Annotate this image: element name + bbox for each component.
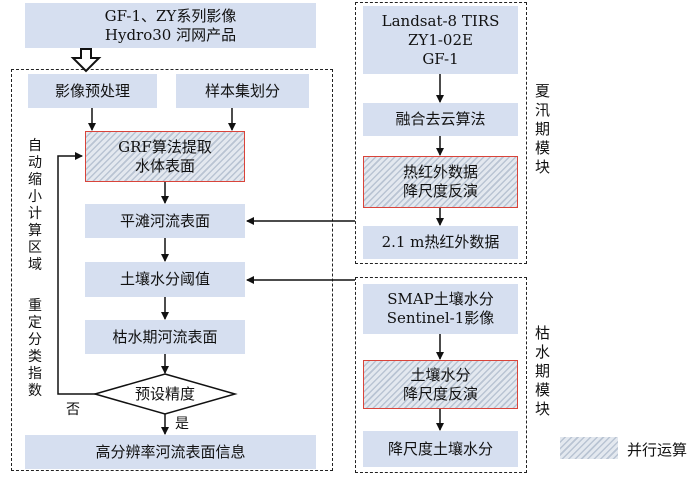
dry-input-line-1: SMAP土壤水分 (387, 290, 494, 308)
floodplain-label: 平滩河流表面 (119, 211, 210, 230)
preprocess-label: 影像预处理 (54, 81, 130, 100)
dry-module-label: 枯水期模块 (534, 324, 550, 418)
thermal-downscale-box: 热红外数据 降尺度反演 (363, 156, 518, 208)
soil-output-label: 降尺度土壤水分 (387, 439, 493, 458)
hollow-down-arrow (70, 48, 102, 73)
summer-module-frame (355, 2, 527, 264)
precision-label: 预设精度 (134, 384, 195, 403)
precision-label-box: 预设精度 (110, 384, 220, 404)
soil-downscale-box: 土壤水分 降尺度反演 (363, 360, 518, 409)
legend-swatch (560, 437, 618, 459)
fusion-cloud-removal-box: 融合去云算法 (363, 103, 518, 136)
grf-line-2: 水体表面 (134, 156, 195, 175)
soil-threshold-box: 土壤水分阈值 (85, 262, 245, 297)
output-label: 高分辨率河流表面信息 (95, 442, 246, 461)
input-images-box: GF-1、ZY系列影像 Hydro30 河网产品 (25, 3, 316, 48)
summer-input-line-3: GF-1 (422, 49, 459, 68)
input-images-line-1: GF-1、ZY系列影像 (104, 6, 237, 25)
soil-threshold-label: 土壤水分阈值 (119, 270, 210, 288)
preprocess-box: 影像预处理 (28, 74, 157, 108)
legend-label: 并行运算 (627, 441, 688, 459)
dry-input-box: SMAP土壤水分 Sentinel-1影像 (363, 284, 518, 334)
summer-input-line-1: Landsat-8 TIRS (381, 11, 500, 30)
precision-diamond (92, 373, 238, 415)
thermal-output-label: 2.1 m热红外数据 (381, 233, 500, 251)
dry-season-surface-box: 枯水期河流表面 (85, 320, 245, 354)
loop-back-arrow (57, 152, 96, 395)
soil-output-box: 降尺度土壤水分 (363, 431, 518, 467)
left-workflow-frame (11, 69, 333, 471)
dry-surface-label: 枯水期河流表面 (112, 327, 218, 346)
no-label: 否 (66, 402, 80, 418)
summer-input-box: Landsat-8 TIRS ZY1-02E GF-1 (363, 6, 518, 74)
floodplain-surface-box: 平滩河流表面 (85, 204, 245, 238)
soil-line-1: 土壤水分 (410, 365, 471, 384)
summer-module-label: 夏汛期模块 (534, 82, 550, 176)
sample-split-label: 样本集划分 (204, 81, 280, 100)
fusion-label: 融合去云算法 (395, 110, 486, 128)
thermal-output-box: 2.1 m热红外数据 (363, 226, 518, 259)
summer-input-line-2: ZY1-02E (408, 30, 473, 49)
sample-split-box: 样本集划分 (176, 74, 309, 108)
loop-label-shrink-area: 自动缩小计算区域 (28, 138, 42, 273)
grf-line-1: GRF算法提取 (118, 137, 212, 156)
dry-module-frame (355, 277, 527, 473)
output-box: 高分辨率河流表面信息 (25, 435, 316, 469)
yes-label: 是 (175, 416, 189, 432)
grf-extract-box: GRF算法提取 水体表面 (85, 131, 245, 182)
thermal-line-2: 降尺度反演 (402, 182, 478, 200)
loop-label-reclassify: 重定分类指数 (28, 298, 42, 399)
thermal-line-1: 热红外数据 (402, 163, 478, 181)
soil-line-2: 降尺度反演 (402, 384, 478, 403)
input-images-line-2: Hydro30 河网产品 (104, 25, 237, 44)
dry-input-line-2: Sentinel-1影像 (386, 309, 495, 327)
